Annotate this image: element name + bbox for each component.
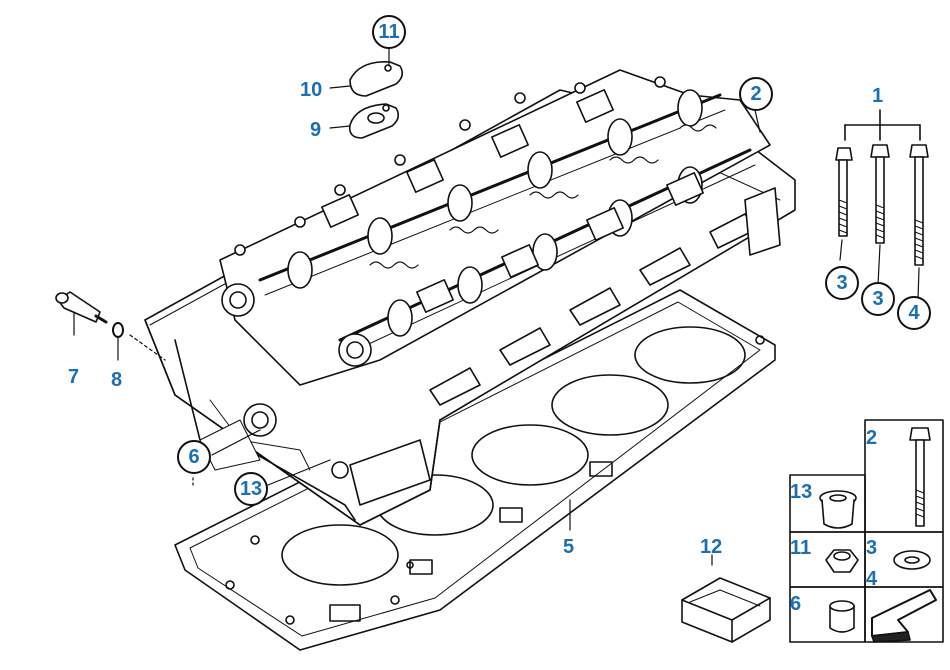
sensor-part-7 [55,291,108,324]
leader-lines [73,39,920,566]
callout-11-top[interactable]: 11 [372,15,406,49]
legend-label-13: 13 [790,481,813,503]
callout-1[interactable]: 1 [872,85,884,107]
callout-10[interactable]: 10 [300,79,323,101]
camshaft-assembly [219,69,771,386]
callout-6[interactable]: 6 [177,440,211,474]
legend-label-6: 6 [790,593,802,615]
callout-3-left[interactable]: 3 [825,266,859,300]
legend-label-2: 2 [866,427,878,449]
legend-table [789,419,944,643]
legend-label-11: 11 [790,537,812,559]
callout-7[interactable]: 7 [68,366,80,388]
cylinder-head-bolts [835,109,929,266]
legend-label-4: 4 [866,568,878,590]
callout-3-mid[interactable]: 3 [861,282,895,316]
callout-4[interactable]: 4 [897,296,931,330]
callout-2-top[interactable]: 2 [739,77,773,111]
head-gasket [174,289,776,651]
callout-9[interactable]: 9 [310,119,322,141]
callout-12[interactable]: 12 [700,536,723,558]
compound-block-12 [681,577,771,643]
cover-plate-10 [349,61,404,97]
callout-5[interactable]: 5 [563,536,575,558]
gasket-9 [348,103,400,139]
callout-8[interactable]: 8 [111,369,123,391]
legend-label-3: 3 [866,537,878,559]
sealing-ring-8 [112,322,124,338]
callout-13[interactable]: 13 [234,472,268,506]
